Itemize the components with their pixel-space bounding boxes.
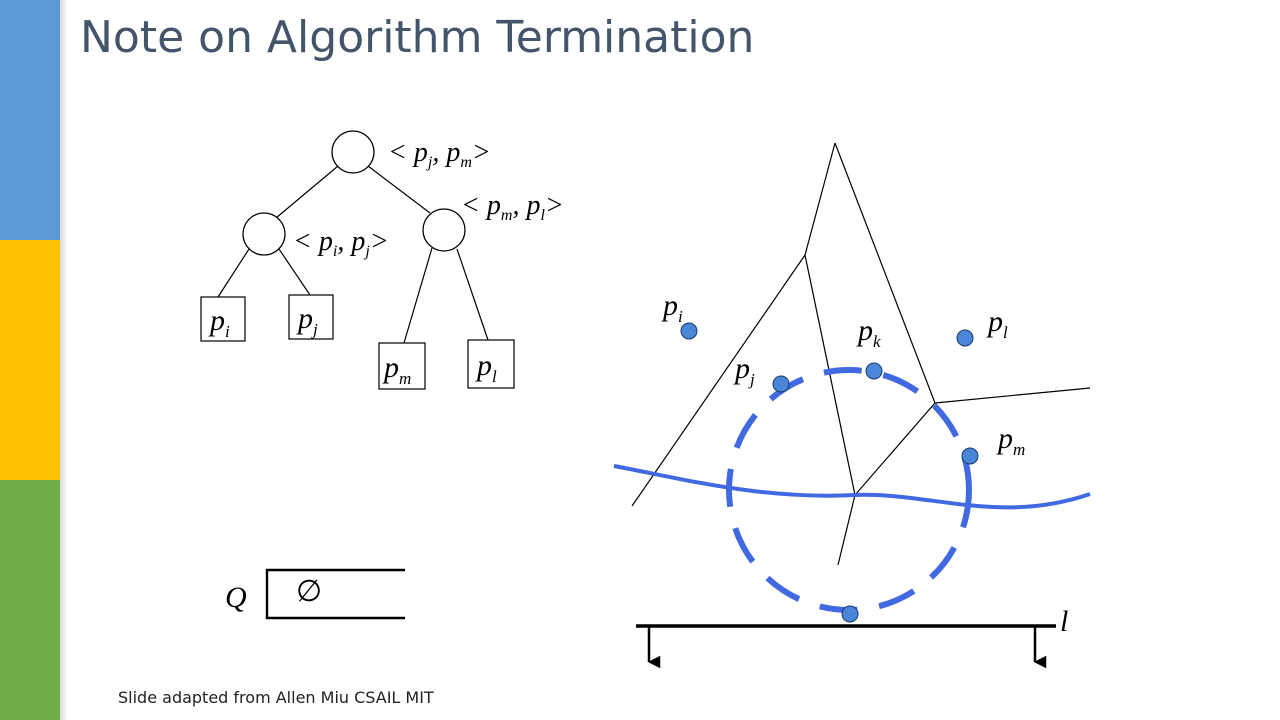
tree-leaf-pj: pj (288, 294, 334, 340)
voronoi-sites (680, 322, 979, 623)
tree-diagram: < pj, pm> < pm, pl> < pi, pj> pi pj pm p… (200, 130, 564, 390)
site-label-pj: pj (733, 352, 755, 389)
voronoi-diagram: pi pj pk pl pm l (613, 142, 1091, 669)
queue-box (265, 568, 405, 620)
site-label-pl: pl (986, 305, 1008, 342)
tree-leaf-label: pm (382, 351, 411, 388)
queue-label: Q (225, 581, 247, 614)
site-dot-pi (680, 322, 698, 340)
tree-leaf-pm: pm (378, 342, 426, 390)
tree-edge-left-pj (278, 248, 311, 296)
accent-stripe-shadow (60, 0, 68, 720)
tree-node-label-left: < pi, pj> (293, 226, 389, 260)
voronoi-edge (804, 254, 856, 496)
site-dot-pk (865, 362, 883, 380)
tree-node-left (242, 212, 286, 256)
tree-leaf-pl: pl (467, 339, 515, 389)
tree-leaf-label: pl (475, 349, 497, 386)
tree-leaf-box (288, 294, 334, 340)
sweep-line: l (636, 605, 1068, 669)
tree-node-right (422, 208, 466, 252)
site-dot-pm (961, 447, 979, 465)
accent-stripe-blue (0, 0, 60, 240)
site-dot-pl (956, 329, 974, 347)
empty-set-symbol: ∅ (296, 574, 322, 609)
site-dot-pj (772, 375, 790, 393)
voronoi-edge (934, 387, 1091, 404)
tree-edges (217, 165, 489, 344)
accent-stripe-yellow (0, 240, 60, 480)
site-labels: pi pj pk pl pm (661, 289, 1025, 459)
tree-edge-root-right (367, 165, 431, 214)
accent-stripe-green (0, 480, 60, 720)
tree-leaf-label: pj (296, 302, 318, 339)
tree-node-label-right: < pm, pl> (461, 190, 564, 224)
slide-title: Note on Algorithm Termination (80, 12, 755, 63)
tree-leaf-box (200, 296, 246, 342)
voronoi-edge (804, 142, 836, 256)
tree-edge-root-left (275, 165, 339, 219)
slide-footer: Slide adapted from Allen Miu CSAIL MIT (118, 688, 434, 707)
voronoi-edge (854, 402, 936, 496)
site-label-pk: pk (856, 314, 881, 351)
voronoi-edge (834, 142, 936, 404)
site-label-pm: pm (996, 422, 1025, 459)
voronoi-edge (837, 494, 856, 566)
sweep-line-label: l (1060, 605, 1068, 638)
tree-leaf-box (467, 339, 515, 389)
voronoi-edge (631, 254, 806, 507)
tree-leaf-label: pi (208, 304, 230, 341)
tree-edge-right-pm (403, 247, 433, 344)
tree-leaf-box (378, 342, 426, 390)
tree-leaf-pi: pi (200, 296, 246, 342)
tree-edge-right-pl (456, 248, 489, 341)
beach-line (613, 464, 1091, 510)
event-queue: Q ∅ (225, 568, 405, 620)
site-label-pi: pi (661, 289, 683, 326)
tree-node-root (331, 130, 375, 174)
circle-event-point (841, 605, 859, 623)
tree-node-label-root: < pj, pm> (388, 137, 491, 171)
voronoi-edges (631, 142, 1091, 566)
tree-edge-left-pi (217, 248, 250, 298)
